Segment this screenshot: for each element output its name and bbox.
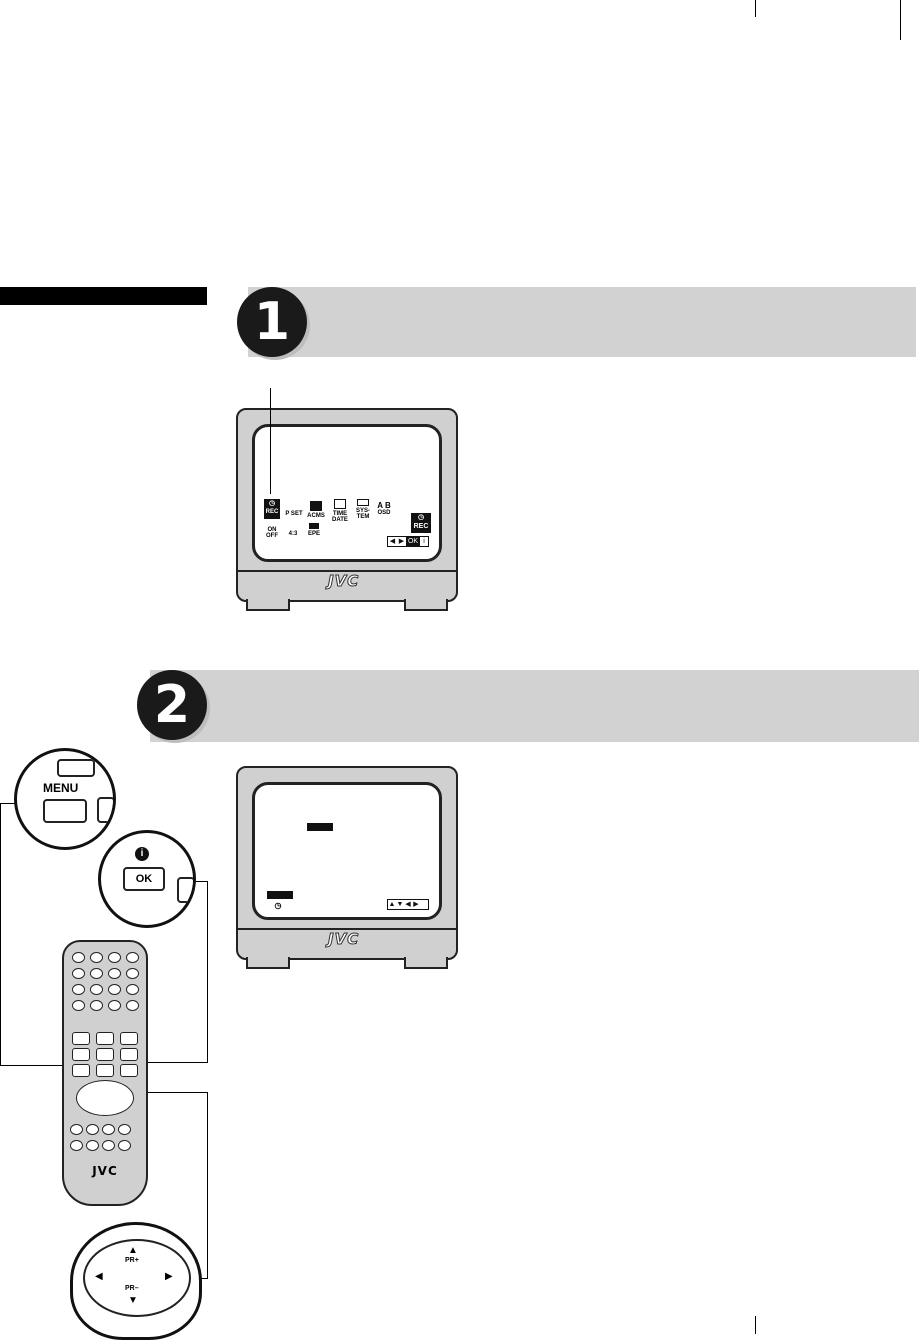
- highlight-bar-top: [307, 823, 333, 831]
- osd-icon: A B OSD: [377, 501, 391, 516]
- system-icon: SYS- TEM: [353, 499, 373, 520]
- callout-menu-v: [0, 803, 1, 1065]
- tv-brand-2: JVC: [327, 930, 360, 949]
- menu-key-button[interactable]: [43, 799, 87, 823]
- tv-brand-1: JVC: [327, 572, 360, 591]
- callout-ok-h2: [92, 1062, 208, 1063]
- timer-icon: ◷: [274, 901, 282, 910]
- tv-foot-left-2: [246, 957, 290, 969]
- remote-dpad: [76, 1080, 134, 1116]
- pr-plus-label: PR+: [125, 1257, 139, 1264]
- up-arrow-icon: ▲: [388, 901, 396, 908]
- tv-illustration-1: ◷ REC P SET ACMS TIME DATE SYS- TEM A B …: [236, 408, 458, 611]
- crop-line-bottom: [755, 1316, 756, 1334]
- ok-key-side: [177, 877, 193, 903]
- remote-brand: JVC: [92, 1164, 118, 1178]
- tv-base-line-2: [238, 928, 456, 930]
- callout-dpad-h1: [100, 1092, 208, 1093]
- epe-icon: EPE: [303, 523, 325, 537]
- step-2-band: [150, 670, 919, 742]
- info-icon: i: [423, 538, 425, 545]
- menu-key-top: [57, 759, 95, 777]
- timer-icon: ◷: [417, 514, 425, 521]
- nav-strip: ◀ ▶ OK i: [387, 536, 429, 547]
- ok-key-button[interactable]: OK: [123, 867, 165, 891]
- rec-icon: ◷ REC: [264, 499, 280, 519]
- nav-strip-2: ▲ ▼ ◀ ▶: [387, 899, 429, 910]
- menu-key-label: MENU: [43, 781, 79, 795]
- step-1-badge: 1: [237, 287, 307, 357]
- ok-key-detail: i OK: [98, 830, 196, 928]
- left-arrow-icon[interactable]: ◀: [95, 1271, 103, 1282]
- dpad-detail: ▲ PR+ ◀ ▶ PR– ▼: [70, 1222, 202, 1340]
- sidebar-section-bar: [0, 287, 207, 305]
- time-date-icon: TIME DATE: [329, 499, 351, 523]
- step-1-band: [248, 287, 916, 357]
- tv-foot-right-1: [404, 599, 448, 611]
- up-arrow-icon[interactable]: ▲: [128, 1245, 138, 1256]
- info-icon: [420, 900, 428, 909]
- pr-minus-label: PR–: [125, 1285, 139, 1292]
- crop-line-top: [755, 0, 756, 17]
- callout-menu-h1: [0, 803, 16, 804]
- step-2-badge: 2: [137, 670, 207, 740]
- left-arrow-icon: ◀: [389, 538, 396, 545]
- highlight-bar-bottom: [267, 891, 293, 899]
- callout-ok-v: [207, 881, 208, 1062]
- tv-foot-right-2: [404, 957, 448, 969]
- tv-illustration-2: ◷ ▲ ▼ ◀ ▶ JVC: [236, 766, 458, 969]
- timer-icon: ◷: [268, 500, 276, 507]
- tv-screen-1: ◷ REC P SET ACMS TIME DATE SYS- TEM A B …: [252, 424, 442, 562]
- dpad-ring: [83, 1239, 191, 1317]
- tv-foot-left-1: [246, 599, 290, 611]
- tv-screen-2: ◷ ▲ ▼ ◀ ▶: [252, 782, 442, 920]
- right-arrow-icon: ▶: [413, 901, 419, 908]
- right-arrow-icon: ▶: [398, 538, 405, 545]
- left-arrow-icon: ◀: [405, 901, 411, 908]
- onoff-icon: ON OFF: [266, 527, 278, 539]
- menu-key-side: [97, 797, 113, 823]
- remote-control: JVC: [62, 940, 148, 1206]
- down-arrow-icon[interactable]: ▼: [128, 1295, 138, 1306]
- info-icon: i: [135, 847, 149, 861]
- callout-menu-h2: [0, 1065, 72, 1066]
- callout-ok-h1: [188, 881, 208, 882]
- callout-dpad-v: [207, 1092, 208, 1278]
- down-arrow-icon: ▼: [396, 901, 404, 908]
- right-arrow-icon[interactable]: ▶: [165, 1271, 173, 1282]
- corner-rec-icon: ◷ REC: [411, 513, 431, 533]
- callout-line-1: [270, 388, 271, 494]
- menu-key-detail: MENU: [14, 748, 116, 850]
- aspect-icon: 4:3: [288, 531, 298, 537]
- tv-base-line-1: [238, 570, 456, 572]
- acms-icon: ACMS: [305, 501, 327, 519]
- page-edge-line: [900, 0, 901, 40]
- pset-icon: P SET: [285, 511, 303, 517]
